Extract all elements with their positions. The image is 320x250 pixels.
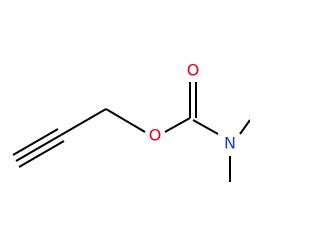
bond-alkyne-to-methylene bbox=[60, 108, 107, 136]
bond-nitrogen-to-methyl-upper bbox=[239, 119, 250, 135]
carbonyl-oxygen-label: O bbox=[187, 61, 200, 80]
structure-canvas: O O N bbox=[12, 60, 250, 182]
triple-bond-line-center bbox=[15, 134, 62, 162]
triple-bond-line-lower bbox=[18, 140, 65, 168]
triple-bond bbox=[12, 128, 65, 168]
bond-methylene-to-ester-oxygen bbox=[105, 108, 146, 133]
carbonyl-double-bond bbox=[189, 82, 197, 118]
ester-oxygen-label: O bbox=[149, 126, 162, 145]
triple-bond-line-upper bbox=[12, 128, 59, 156]
bond-carbonyl-carbon-to-nitrogen bbox=[192, 119, 219, 135]
bond-ester-oxygen-to-carbonyl-carbon bbox=[164, 117, 191, 133]
molecule-diagram: O O N bbox=[12, 61, 250, 182]
nitrogen-label: N bbox=[224, 134, 236, 153]
